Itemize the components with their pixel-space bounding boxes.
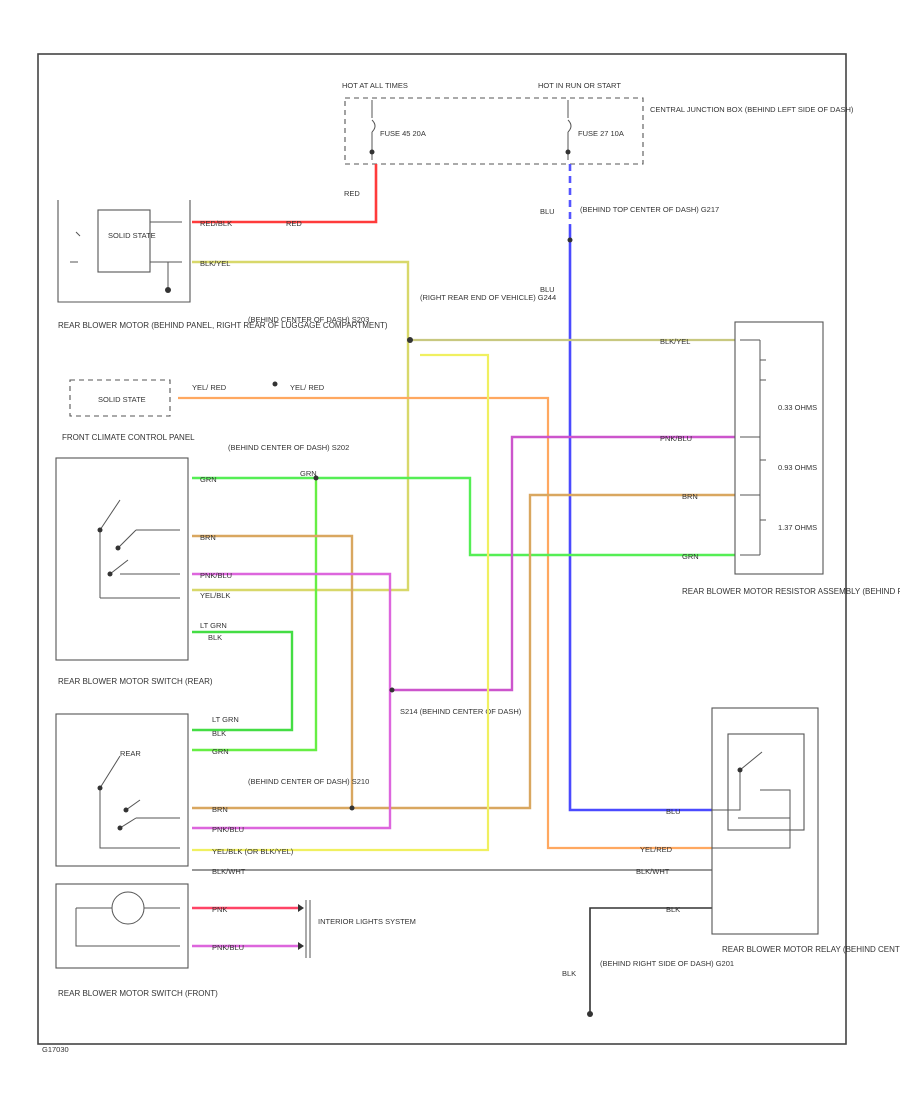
wire-pnk-blu-right-label: PNK/BLU xyxy=(660,434,692,443)
wire-blk-wht-relay-label: BLK/WHT xyxy=(636,867,670,876)
resistor-ohm3-label: 1.37 OHMS xyxy=(778,523,817,532)
wire-brn-label: BRN xyxy=(200,533,216,542)
diagram-code: G17030 xyxy=(42,1045,69,1054)
ground-g201-label: (BEHIND RIGHT SIDE OF DASH) G201 xyxy=(600,959,734,968)
wire-blk-relay-label: BLK xyxy=(666,905,680,914)
relay-label: REAR BLOWER MOTOR RELAY (BEHIND CENTER O… xyxy=(722,945,900,954)
diagram-frame xyxy=(37,53,847,1045)
wire-grn-s202 xyxy=(192,478,318,752)
wire-pnk-blu3-label: PNK/BLU xyxy=(212,943,244,952)
wire-blk-relay xyxy=(589,907,712,1012)
splice-s202-label: (BEHIND CENTER OF DASH) S202 xyxy=(228,443,349,452)
wire-blu xyxy=(568,225,712,812)
wire-grn xyxy=(192,476,735,557)
wire-grn-left-label: GRN xyxy=(200,475,217,484)
wire-lt-grn xyxy=(192,630,294,732)
wire-pnk-blu xyxy=(192,572,392,830)
resistor-assembly-label: REAR BLOWER MOTOR RESISTOR ASSEMBLY (BEH… xyxy=(682,587,900,596)
wire-grn2-label: GRN xyxy=(212,747,229,756)
resistor-ohm1-label: 0.33 OHMS xyxy=(778,403,817,412)
wire-brn-right-label: BRN xyxy=(682,492,698,501)
wire-yel-blk-label: YEL/BLK xyxy=(200,591,230,600)
wire-pnk-label: PNK xyxy=(212,905,227,914)
fuse-27-label: FUSE 27 10A xyxy=(578,129,624,138)
solid-state-label: SOLID STATE xyxy=(108,231,156,240)
splice-s203-label: (BEHIND CENTER OF DASH) S203 xyxy=(248,315,369,324)
wire-blk2-label: BLK xyxy=(212,729,226,738)
wire-grn-right-label: GRN xyxy=(682,552,699,561)
hot-at-all-times-label: HOT AT ALL TIMES xyxy=(342,81,408,90)
wire-yel-red-right-label: YEL/ RED xyxy=(290,383,325,392)
rear-blower-switch-rear: REAR BLOWER MOTOR SWITCH (REAR) REAR xyxy=(55,677,213,867)
junction-box-label: CENTRAL JUNCTION BOX (BEHIND LEFT SIDE O… xyxy=(650,105,854,114)
wire-brn xyxy=(192,534,354,810)
wire-brn2-label: BRN xyxy=(212,805,228,814)
solid-state-module: SOLID STATE xyxy=(69,379,171,417)
wire-brn-resistor xyxy=(352,493,735,810)
switch-rear-label: REAR BLOWER MOTOR SWITCH (REAR) xyxy=(58,677,213,686)
wire-blk-ground-label: BLK xyxy=(562,969,576,978)
hot-in-run-label: HOT IN RUN OR START xyxy=(538,81,621,90)
splice-s210-label: (BEHIND CENTER OF DASH) S210 xyxy=(248,777,369,786)
wire-blu2-label: BLU xyxy=(540,285,555,294)
blower-relay: REAR BLOWER MOTOR RELAY (BEHIND CENTER O… xyxy=(711,707,900,954)
wire-pnk-blu-resistor xyxy=(392,435,735,692)
wire-grn-mid-label: GRN xyxy=(300,469,317,478)
wire-blu-label: BLU xyxy=(540,207,555,216)
solid-state2-label: SOLID STATE xyxy=(98,395,146,404)
wire-blu-relay-label: BLU xyxy=(666,807,681,816)
splice-s214-label: S214 (BEHIND CENTER OF DASH) xyxy=(400,707,522,716)
wire-red-label: RED xyxy=(344,189,360,198)
front-climate-label: FRONT CLIMATE CONTROL PANEL xyxy=(62,433,195,442)
wire-red xyxy=(192,164,378,224)
wire-blk-yel2-label: BLK/YEL xyxy=(660,337,690,346)
rear-switch-label: REAR xyxy=(120,749,141,758)
wire-lt-grn-label: LT GRN xyxy=(200,621,227,630)
ground-g244-label: (RIGHT REAR END OF VEHICLE) G244 xyxy=(420,293,556,302)
front-climate-control-panel: FRONT CLIMATE CONTROL PANEL xyxy=(55,433,195,661)
wire-yel-red-relay-label: YEL/RED xyxy=(640,845,673,854)
interior-lights-label: INTERIOR LIGHTS SYSTEM xyxy=(318,917,416,926)
wire-yel-blk-or-label: YEL/BLK (OR BLK/YEL) xyxy=(212,847,294,856)
wire-yel-red-label: YEL/ RED xyxy=(192,383,227,392)
wire-red-blk-label: RED/BLK xyxy=(200,219,232,228)
rear-blower-switch-front: REAR BLOWER MOTOR SWITCH (FRONT) xyxy=(55,883,218,998)
switch-front-label: REAR BLOWER MOTOR SWITCH (FRONT) xyxy=(58,989,218,998)
wire-red2-label: RED xyxy=(286,219,302,228)
rear-blower-motor-label: REAR BLOWER MOTOR (BEHIND PANEL, RIGHT R… xyxy=(58,321,388,330)
wire-blk-wht-label: BLK/WHT xyxy=(212,867,246,876)
rear-blower-motor: SOLID STATE REAR BLOWER MOTOR (BEHIND PA… xyxy=(57,200,388,330)
wire-yel-blk-or xyxy=(192,353,490,852)
ground-g217-label: (BEHIND TOP CENTER OF DASH) G217 xyxy=(580,205,719,214)
wire-blk-yel-label: BLK/YEL xyxy=(200,259,230,268)
central-junction-box: HOT AT ALL TIMES HOT IN RUN OR START FUS… xyxy=(342,81,854,165)
fuse-45-label: FUSE 45 20A xyxy=(380,129,426,138)
wire-pnk-blu-label: PNK/BLU xyxy=(200,571,232,580)
wire-blk-yel xyxy=(192,260,410,592)
wire-pnk-blu2-label: PNK/BLU xyxy=(212,825,244,834)
resistor-assembly: 0.33 OHMS 0.93 OHMS 1.37 OHMS REAR BLOWE… xyxy=(682,321,900,596)
wire-lt-grn2-label: LT GRN xyxy=(212,715,239,724)
wire-yel-red xyxy=(178,396,712,850)
resistor-ohm2-label: 0.93 OHMS xyxy=(778,463,817,472)
wire-blk-label: BLK xyxy=(208,633,222,642)
